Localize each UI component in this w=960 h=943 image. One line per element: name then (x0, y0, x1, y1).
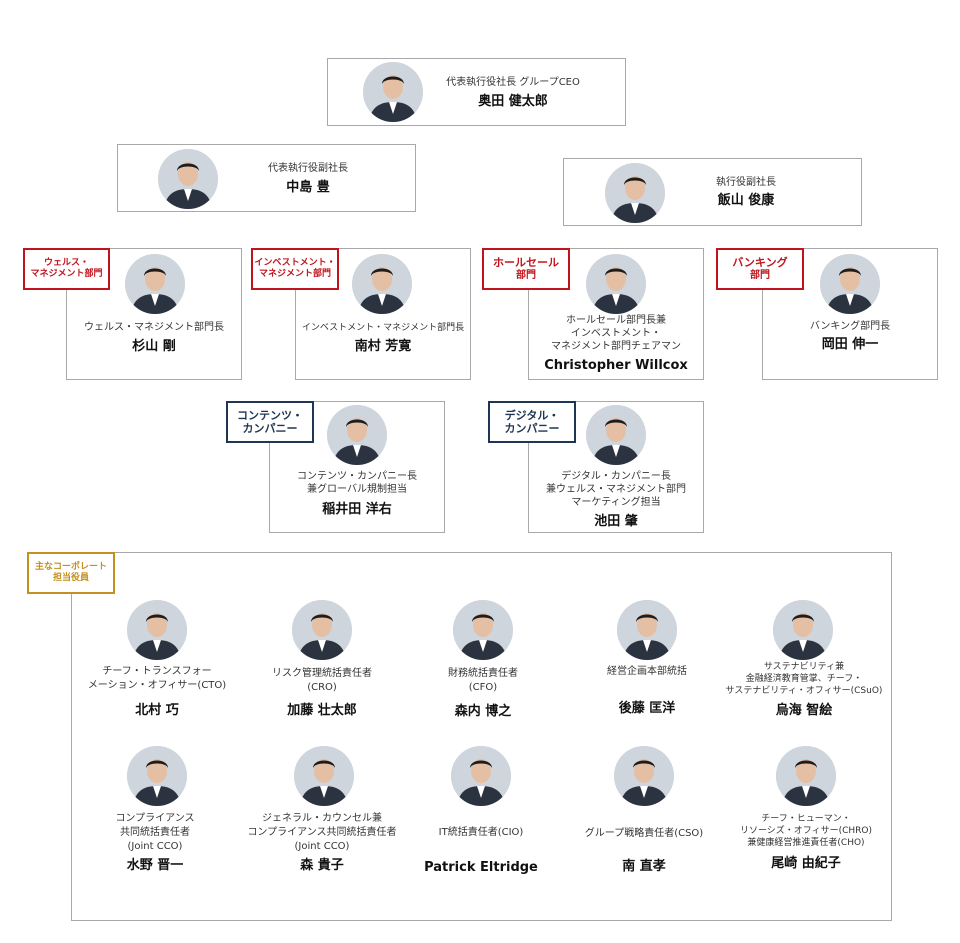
company-name: 池田 肇 (594, 514, 638, 529)
division-tag-wholesale: ホールセール 部門 (482, 248, 570, 290)
officer-photo (453, 600, 513, 660)
officer-name: 水野 晋一 (126, 858, 184, 873)
division-title: インベストメント・マネジメント部門長 (301, 323, 465, 333)
deputy-photo (605, 163, 665, 223)
company-photo (327, 405, 387, 465)
company-title: デジタル・カンパニー長 (561, 471, 671, 482)
officer-name: 後藤 匡洋 (618, 701, 676, 716)
officer-photo (292, 600, 352, 660)
tag-line: ウェルス・ (43, 258, 89, 268)
ceo-photo (363, 62, 423, 122)
deputy-name: 飯山 俊康 (717, 193, 775, 208)
officer-title: リソーシズ・オフィサー(CHRO) (739, 826, 873, 836)
division-tag-wealth: ウェルス・ マネジメント部門 (23, 248, 110, 290)
division-photo (352, 254, 412, 314)
officer-title: サステナビリティ兼 (763, 662, 845, 672)
tag-line: カンパニー (504, 422, 560, 435)
division-title: ホールセール部門長兼 (566, 315, 666, 326)
division-tag-investment: インベストメント・ マネジメント部門 (251, 248, 339, 290)
officer-photo (294, 746, 354, 806)
officer-photo (776, 746, 836, 806)
officer-title: メーション・オフィサー(CTO) (87, 680, 227, 691)
division-title: インベストメント・ (570, 328, 662, 339)
officer-title: (CRO) (307, 682, 337, 693)
officer-name: 加藤 壮太郎 (287, 703, 357, 718)
company-title: 兼ウェルス・マネジメント部門 (546, 484, 686, 495)
officer-name: 尾崎 由紀子 (771, 856, 841, 871)
division-photo (586, 254, 646, 314)
tag-line: デジタル・ (504, 409, 560, 422)
division-name: 岡田 伸一 (821, 337, 879, 352)
corporate-tag: 主なコーポレート 担当役員 (27, 552, 115, 594)
officer-name: 北村 巧 (135, 703, 179, 718)
officer-name: 森内 博之 (454, 704, 512, 719)
officer-title: リスク管理統括責任者 (272, 668, 372, 679)
tag-line: 担当役員 (52, 573, 89, 583)
officer-photo (127, 600, 187, 660)
officer-photo (451, 746, 511, 806)
division-name: Christopher Willcox (544, 358, 688, 373)
division-name: 南村 芳寛 (354, 339, 412, 354)
company-title: マーケティング担当 (571, 497, 661, 508)
officer-photo (617, 600, 677, 660)
deputy-name: 中島 豊 (286, 180, 330, 195)
tag-line: 部門 (516, 270, 536, 281)
division-name: 杉山 剛 (132, 339, 176, 354)
division-tag-banking: バンキング 部門 (716, 248, 804, 290)
company-photo (586, 405, 646, 465)
officer-title: チーフ・トランスフォー (102, 666, 212, 677)
tag-line: ホールセール (493, 256, 559, 269)
tag-line: マネジメント部門 (30, 269, 103, 279)
officer-title: チーフ・ヒューマン・ (761, 814, 851, 824)
ceo-name: 奥田 健太郎 (478, 94, 548, 109)
officer-name: 南 直孝 (622, 859, 666, 874)
officer-title: 経営企画本部統括 (607, 666, 687, 677)
tag-line: マネジメント部門 (258, 269, 331, 279)
officer-title: 兼健康経営推進責任者(CHO) (747, 838, 865, 848)
officer-name: 森 貴子 (300, 858, 344, 873)
officer-name: 烏海 智絵 (775, 703, 833, 718)
officer-title: ジェネラル・カウンセル兼 (262, 813, 382, 824)
officer-title: IT統括責任者(CIO) (438, 827, 524, 838)
deputy-title: 執行役副社長 (716, 177, 776, 188)
officer-title: 財務統括責任者 (448, 668, 518, 679)
deputy-box-1: 代表執行役副社長 中島 豊 (117, 144, 416, 212)
officer-title: コンプライアンス (115, 813, 195, 824)
officer-photo (127, 746, 187, 806)
deputy-title: 代表執行役副社長 (268, 163, 348, 174)
division-photo (820, 254, 880, 314)
tag-line: インベストメント・ (254, 258, 336, 268)
officer-title: 金融経済教育管掌、チーフ・ (745, 674, 863, 684)
ceo-title: 代表執行役社長 グループCEO (446, 77, 580, 88)
officer-name: Patrick Eltridge (424, 860, 538, 875)
company-title: 兼グローバル規制担当 (307, 484, 407, 495)
tag-line: コンテンツ・ (237, 409, 303, 422)
division-title: ウェルス・マネジメント部門長 (84, 322, 224, 333)
officer-title: (CFO) (468, 682, 498, 693)
officer-photo (614, 746, 674, 806)
division-title: マネジメント部門チェアマン (551, 341, 681, 352)
division-photo (125, 254, 185, 314)
deputy-box-2: 執行役副社長 飯山 俊康 (563, 158, 862, 226)
tag-line: 主なコーポレート (34, 562, 107, 572)
officer-title: コンプライアンス共同統括責任者 (247, 827, 397, 838)
officer-title: (Joint CCO) (127, 841, 183, 852)
officer-photo (773, 600, 833, 660)
officer-title: 共同統括責任者 (120, 827, 190, 838)
ceo-box: 代表執行役社長 グループCEO 奥田 健太郎 (327, 58, 626, 126)
company-name: 稲井田 洋右 (322, 502, 392, 517)
company-title: コンテンツ・カンパニー長 (297, 471, 417, 482)
division-title: バンキング部門長 (809, 321, 891, 332)
company-tag-contents: コンテンツ・ カンパニー (226, 401, 314, 443)
tag-line: 部門 (750, 270, 770, 281)
company-tag-digital: デジタル・ カンパニー (488, 401, 576, 443)
tag-line: バンキング (732, 256, 788, 269)
tag-line: カンパニー (242, 422, 298, 435)
deputy-photo (158, 149, 218, 209)
officer-title: サステナビリティ・オフィサー(CSuO) (725, 686, 883, 696)
officer-title: (Joint CCO) (294, 841, 350, 852)
officer-title: グループ戦略責任者(CSO) (584, 828, 704, 839)
